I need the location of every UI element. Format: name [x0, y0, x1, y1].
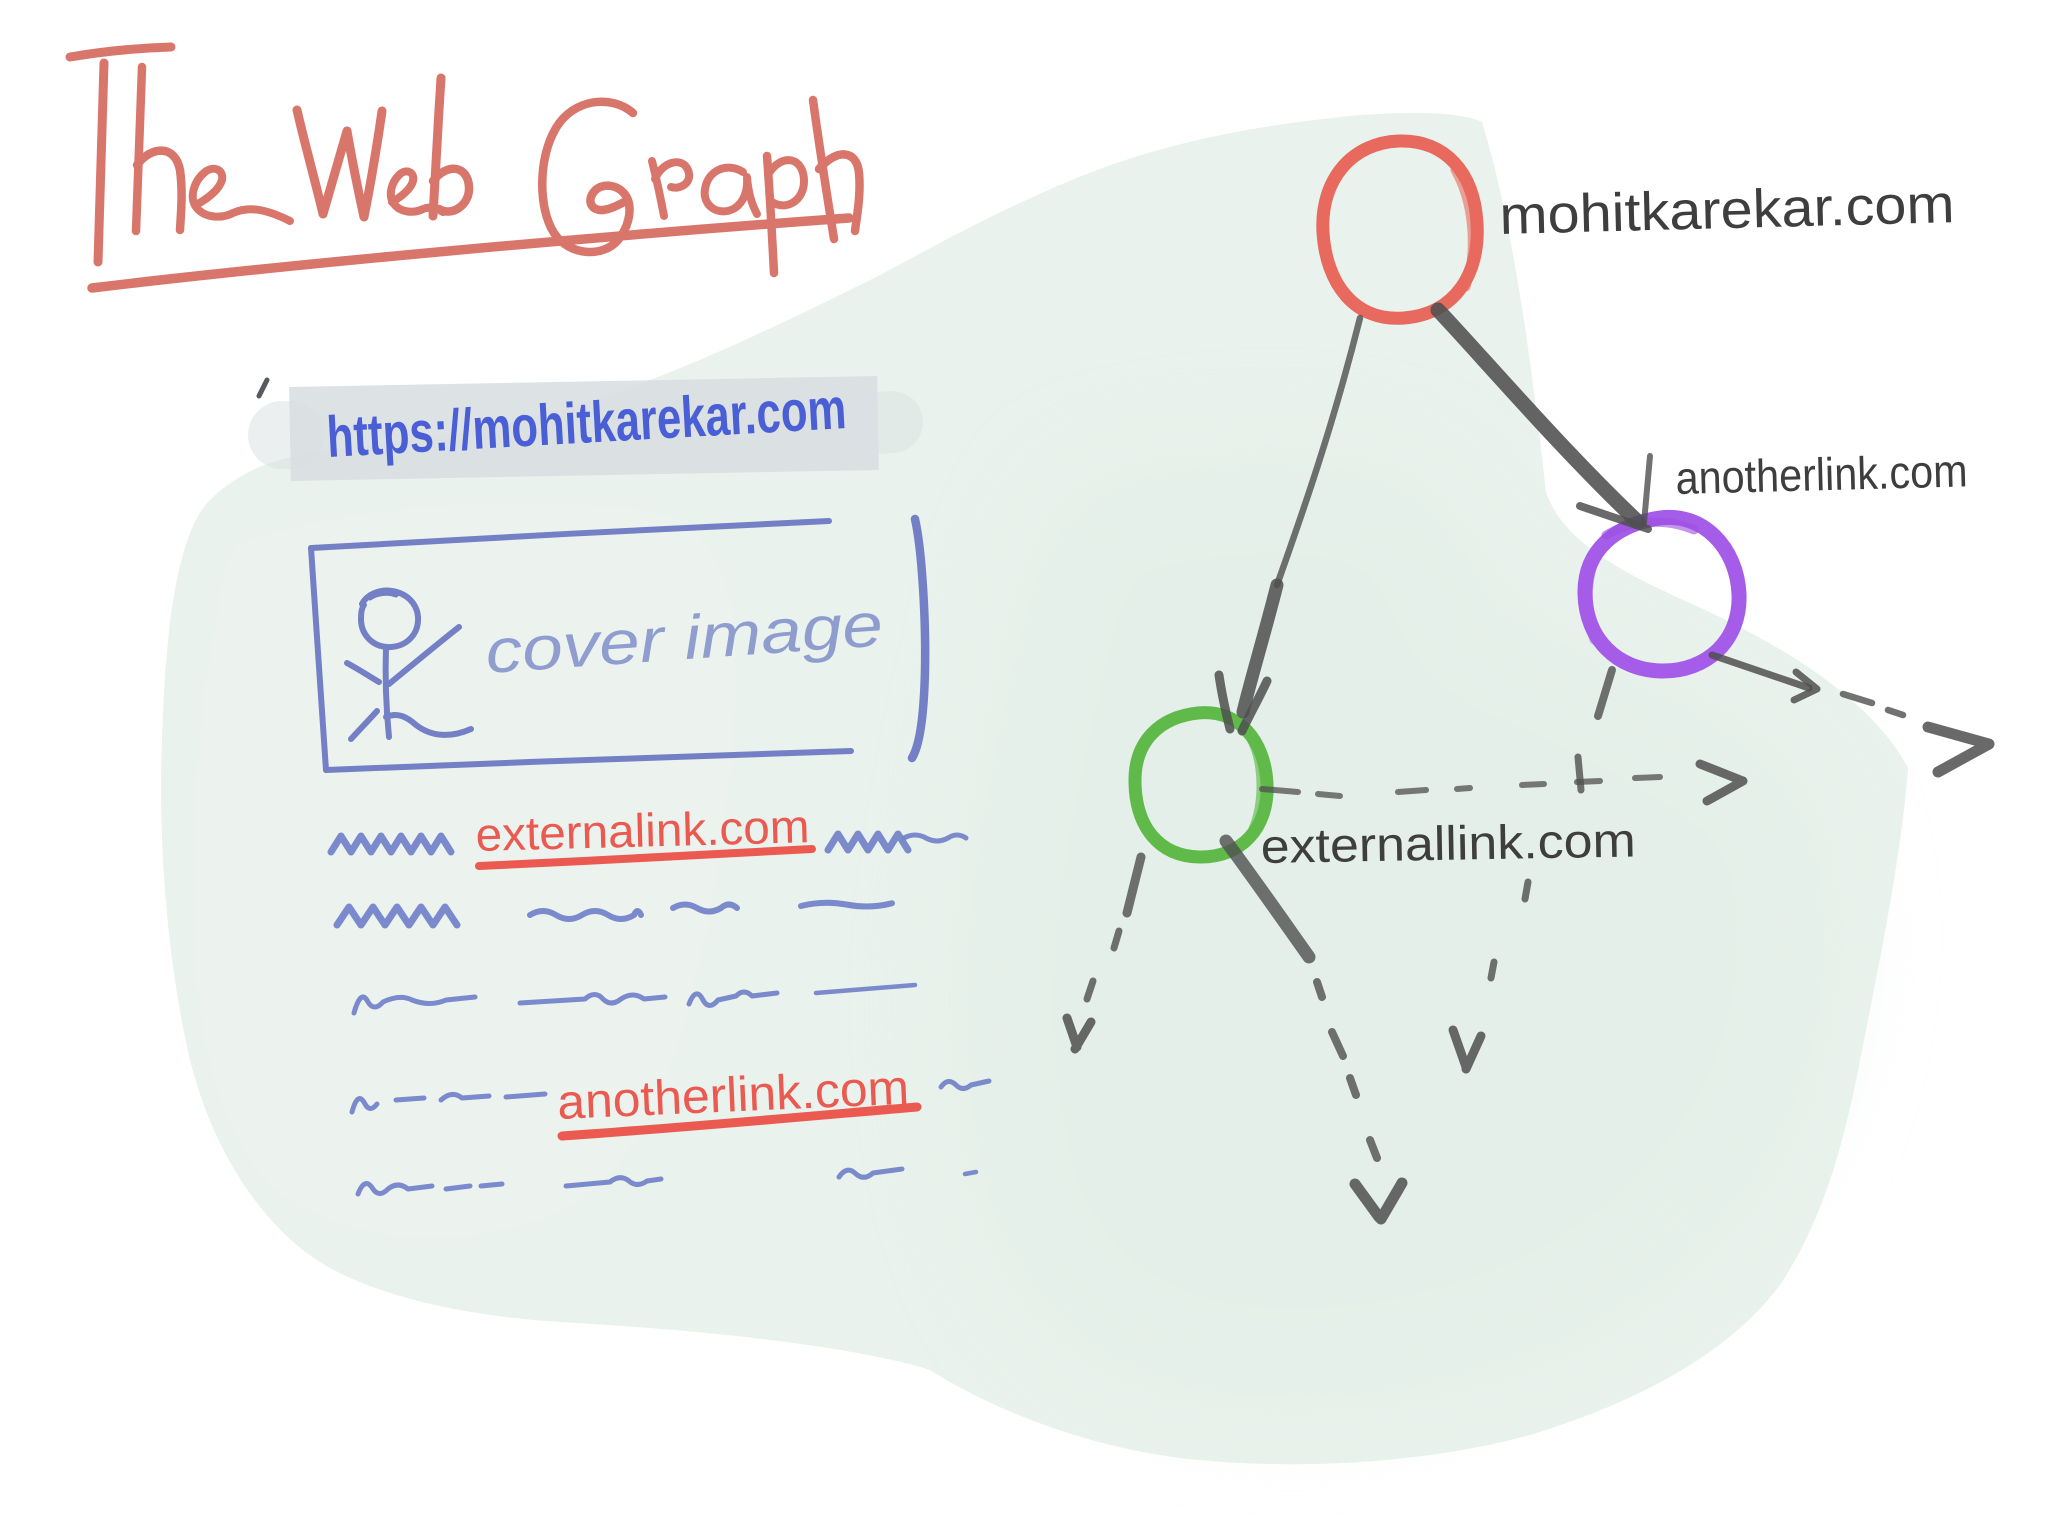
svg-text:externallink.com: externallink.com [1260, 814, 1636, 874]
svg-text:anotherlink.com: anotherlink.com [1675, 444, 1968, 504]
svg-text:mohitkarekar.com: mohitkarekar.com [1499, 174, 1955, 246]
